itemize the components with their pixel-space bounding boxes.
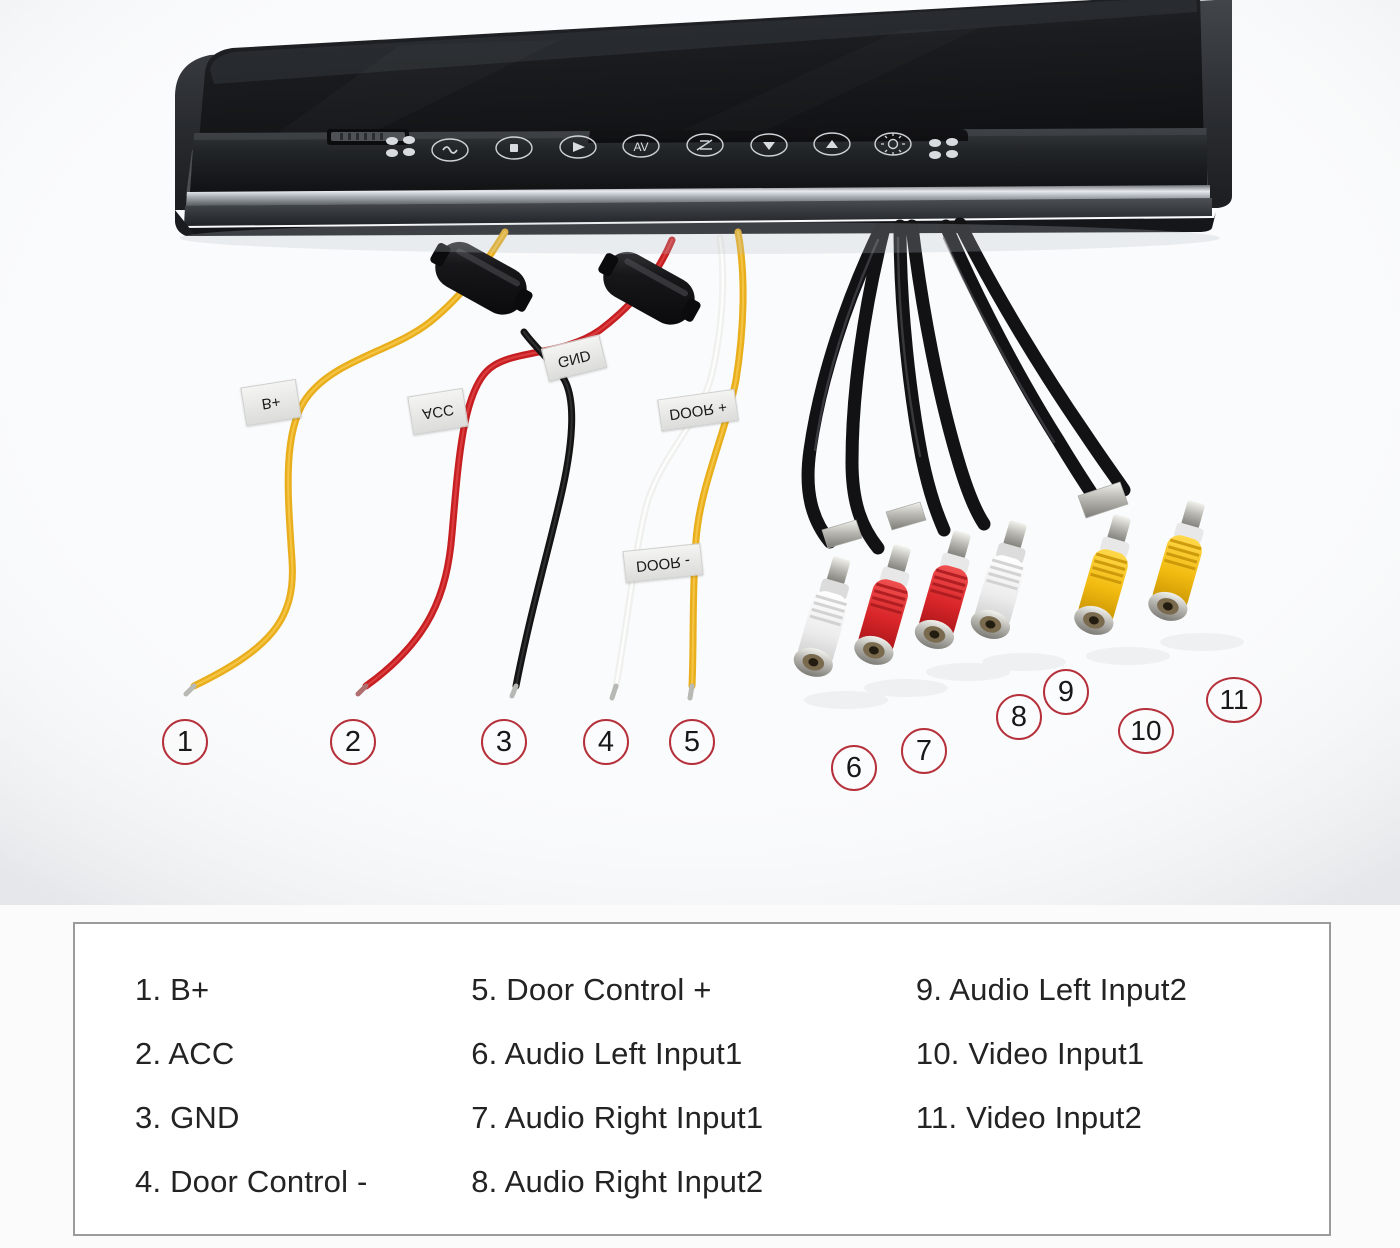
legend-item-4: 4. Door Control - [135,1164,368,1199]
volume-up-button-icon [813,132,851,156]
legend-item-9: 9. Audio Left Input2 [915,972,1188,1007]
callout-7: 7 [901,728,947,774]
callout-4: 4 [583,719,629,765]
av-cable-10 [939,219,1103,507]
legend-item-8: 8. Audio Right Input2 [471,1164,764,1199]
av-cable-clips [821,481,1129,549]
rca-jack-6 [793,556,851,677]
rca-jack-8 [914,530,971,649]
callout-3: 3 [481,719,527,765]
legend-column-3: 9. Audio Left Input2 10. Video Input1 11… [894,958,1329,1234]
legend-item-5: 5. Door Control + [471,972,712,1007]
product-photo: AV [0,0,1400,905]
control-button-row: AV [386,132,958,162]
stop-button-icon [495,136,533,160]
legend-box: 1. B+ 2. ACC 3. GND 4. Door Control - 5.… [73,922,1331,1236]
callout-6: 6 [831,745,877,791]
av-cable-7 [845,221,891,555]
legend-column-1: 1. B+ 2. ACC 3. GND 4. Door Control - [75,958,471,1234]
inline-fuse-holders [430,241,701,325]
callout-9: 9 [1043,669,1089,715]
volume-down-button-icon [750,133,788,157]
wire-harness [183,217,1131,701]
power-button-icon [431,138,469,162]
callout-10: 10 [1118,708,1174,754]
legend-item-6: 6. Audio Left Input1 [471,1036,743,1071]
play-button-icon [559,135,597,159]
rca-jack-9 [970,520,1027,639]
callout-2: 2 [330,719,376,765]
av-cable-11 [953,217,1131,497]
legend-item-7: 7. Audio Right Input1 [471,1100,764,1135]
legend-item-10: 10. Video Input1 [915,1036,1145,1071]
dome-light-button-icon [874,132,912,156]
speaker-grille-right-icon [929,138,958,159]
legend-item-11: 11. Video Input2 [915,1100,1143,1135]
legend-item-3: 3. GND [135,1100,240,1135]
av-cable-8 [893,219,951,537]
rca-jack-11 [1148,500,1205,621]
callout-11: 11 [1206,677,1262,723]
monitor-body [175,0,1232,236]
rca-jack-10 [1074,514,1131,635]
av-cable-6 [801,223,887,549]
callout-1: 1 [162,719,208,765]
legend-column-2: 5. Door Control + 6. Audio Left Input1 7… [471,958,894,1234]
speaker-grille-left-icon [386,136,415,157]
photo-svg: AV [0,0,1400,905]
legend-item-1: 1. B+ [135,972,210,1007]
callout-5: 5 [669,719,715,765]
av-button-icon: AV [622,134,660,158]
mode-button-icon [686,133,724,157]
svg-text:AV: AV [633,140,648,154]
rca-jack-7 [854,544,911,665]
av-cable-9 [905,219,991,531]
callout-8: 8 [996,694,1042,740]
legend-item-2: 2. ACC [135,1036,235,1071]
